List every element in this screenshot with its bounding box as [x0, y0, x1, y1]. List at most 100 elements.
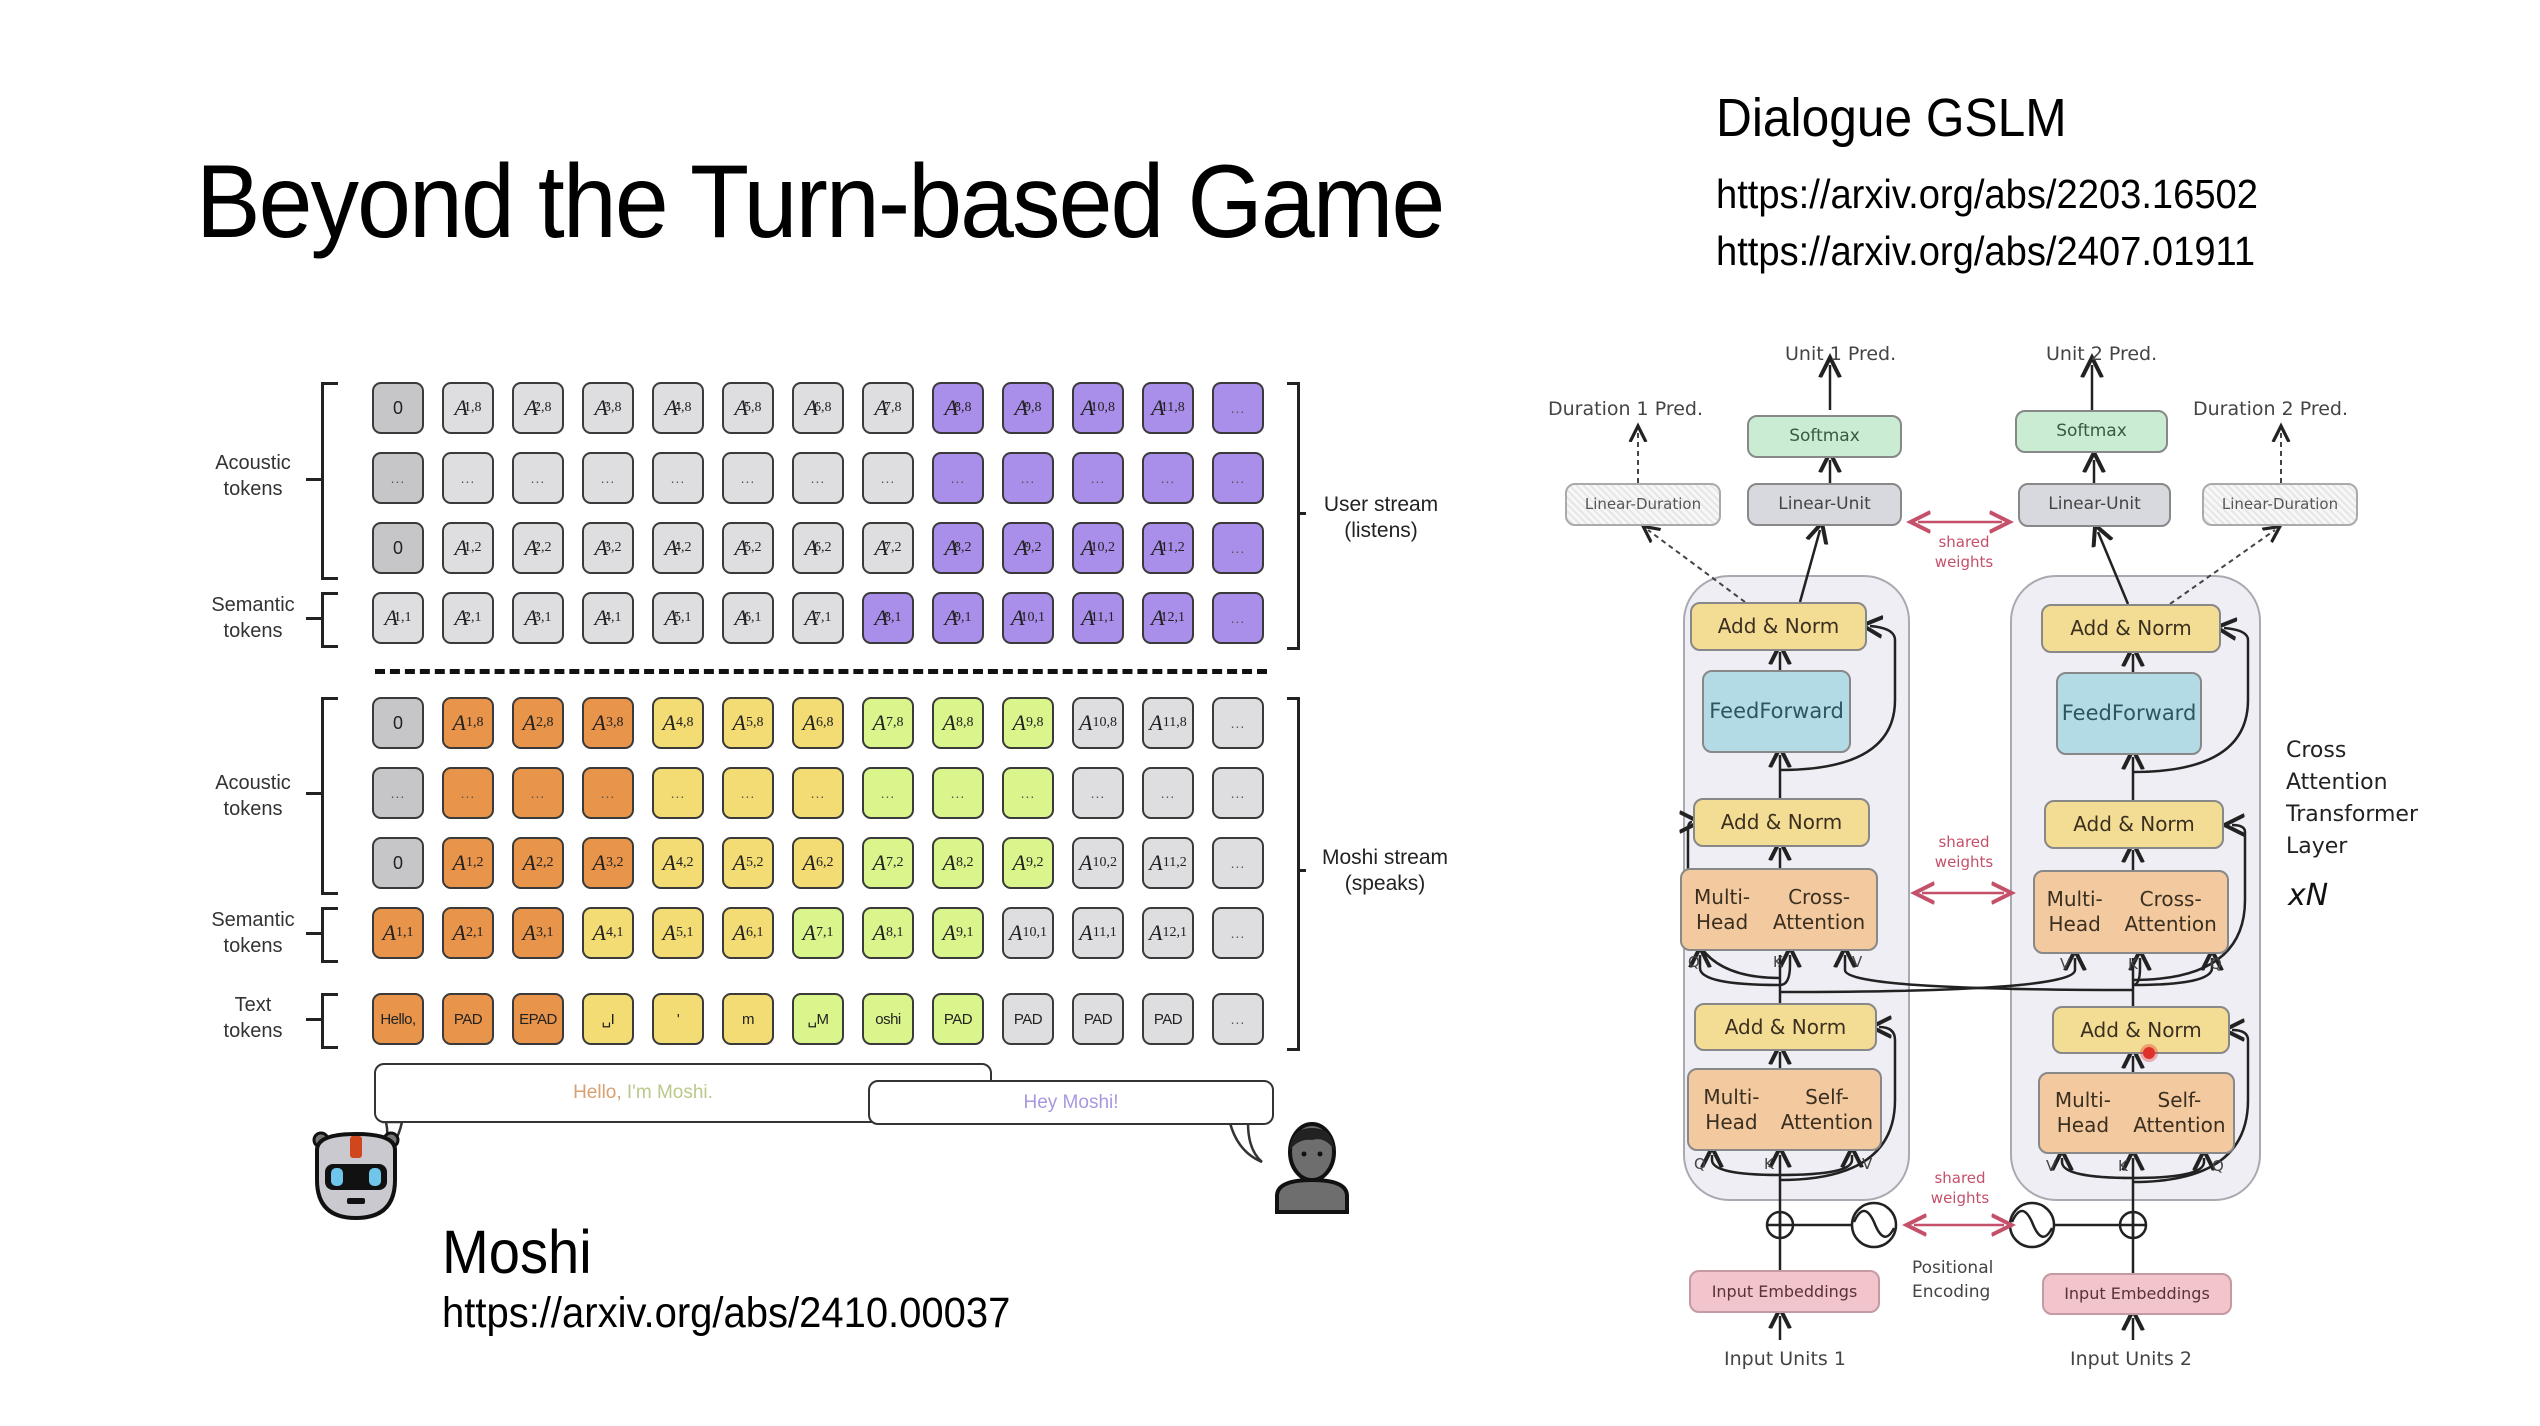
moshi-token-acoustic-mid: ... [1072, 767, 1124, 819]
user-token-semantic: A′1,1 [372, 592, 424, 644]
user-speech-bubble: Hey Moshi! [868, 1080, 1274, 1125]
user-token-semantic: A′6,1 [722, 592, 774, 644]
label-line: tokens [223, 935, 283, 957]
user-semantic-bracket [321, 592, 338, 648]
user-token-acoustic-bottom: A′10,2 [1072, 522, 1124, 574]
residual-connection [2132, 628, 2250, 774]
user-token-acoustic-bottom: 0 [372, 522, 424, 574]
moshi-token-acoustic-mid: ... [862, 767, 914, 819]
moshi-token-acoustic-mid: ... [582, 767, 634, 819]
block-line: Feed [2061, 701, 2112, 726]
user-token-acoustic-bottom: A′3,2 [582, 522, 634, 574]
right-linear-duration-block: Linear-Duration [2202, 483, 2358, 526]
user-token-acoustic-top: 0 [372, 382, 424, 434]
user-stream-bracket [1287, 382, 1300, 650]
label-line: (listens) [1344, 519, 1418, 542]
block-line: Feed [1709, 699, 1760, 724]
label-line: shared [1938, 833, 1990, 851]
block-line: Self-Attention [1780, 1084, 1874, 1134]
residual-connection [2132, 1030, 2250, 1184]
user-token-acoustic-bottom: A′1,2 [442, 522, 494, 574]
cross-q-label-left: Q [1688, 953, 1700, 971]
left-linear-unit-block: Linear-Unit [1747, 483, 1902, 526]
moshi-token-text: PAD [1072, 993, 1124, 1045]
moshi-title: Moshi [442, 1218, 592, 1286]
left-add-norm-mid: Add & Norm [1693, 798, 1870, 847]
user-token-acoustic-bottom: A′7,2 [862, 522, 914, 574]
dialogue-gslm-url-1[interactable]: https://arxiv.org/abs/2203.16502 [1716, 171, 2258, 217]
user-token-acoustic-mid: ... [652, 452, 704, 504]
user-token-acoustic-bottom: A′6,2 [792, 522, 844, 574]
label-line: weights [1930, 1189, 1990, 1207]
moshi-token-text: m [722, 993, 774, 1045]
block-line: Multi-Head [2054, 1088, 2111, 1137]
bracket-tick [1298, 512, 1306, 515]
user-token-acoustic-mid: ... [1142, 452, 1194, 504]
user-token-acoustic-bottom: ... [1212, 522, 1264, 574]
residual-connection [1779, 1027, 1897, 1182]
label-line: tokens [223, 478, 283, 500]
user-token-acoustic-top: A′2,8 [512, 382, 564, 434]
input-units-1-label: Input Units 1 [1724, 1348, 1846, 1370]
user-token-acoustic-mid: ... [582, 452, 634, 504]
moshi-token-acoustic-mid: ... [792, 767, 844, 819]
moshi-token-acoustic-top: ... [1212, 697, 1264, 749]
right-add-norm-mid: Add & Norm [2044, 800, 2224, 849]
user-token-acoustic-mid: ... [722, 452, 774, 504]
dialogue-gslm-url-2[interactable]: https://arxiv.org/abs/2407.01911 [1716, 228, 2256, 274]
user-token-semantic: A′2,1 [442, 592, 494, 644]
dashed-arrow [2169, 530, 2275, 605]
user-token-acoustic-top: A′8,8 [932, 382, 984, 434]
moshi-token-acoustic-mid: ... [1212, 767, 1264, 819]
moshi-token-semantic: ... [1212, 907, 1264, 959]
label-line: Attention [2286, 770, 2388, 795]
self-q-label-left: Q [1694, 1155, 1706, 1173]
moshi-acoustic-bracket [321, 697, 338, 895]
left-add-norm-top: Add & Norm [1690, 602, 1867, 651]
qkv-connection [2062, 1158, 2134, 1180]
label-line: Semantic [211, 594, 295, 616]
moshi-token-text: PAD [442, 993, 494, 1045]
block-line: Cross-Attention [2124, 887, 2217, 936]
user-token-acoustic-mid: ... [1072, 452, 1124, 504]
label-line: Cross [2286, 738, 2347, 763]
moshi-token-text: PAD [1142, 993, 1194, 1045]
user-token-acoustic-mid: ... [1212, 452, 1264, 504]
duration-1-pred-label: Duration 1 Pred. [1548, 398, 1703, 420]
label-line: (speaks) [1344, 872, 1426, 895]
user-token-acoustic-mid: ... [442, 452, 494, 504]
self-q-label-right: Q [2212, 1157, 2224, 1175]
unit-2-pred-label: Unit 2 Pred. [2046, 343, 2158, 365]
user-token-semantic: A′10,1 [1002, 592, 1054, 644]
moshi-token-acoustic-mid: ... [1002, 767, 1054, 819]
moshi-token-acoustic-mid: ... [442, 767, 494, 819]
moshi-url[interactable]: https://arxiv.org/abs/2410.00037 [442, 1289, 1011, 1337]
self-v-label-left: V [1862, 1155, 1873, 1173]
user-token-acoustic-top: A′5,8 [722, 382, 774, 434]
self-v-label-right: V [2046, 1157, 2057, 1175]
